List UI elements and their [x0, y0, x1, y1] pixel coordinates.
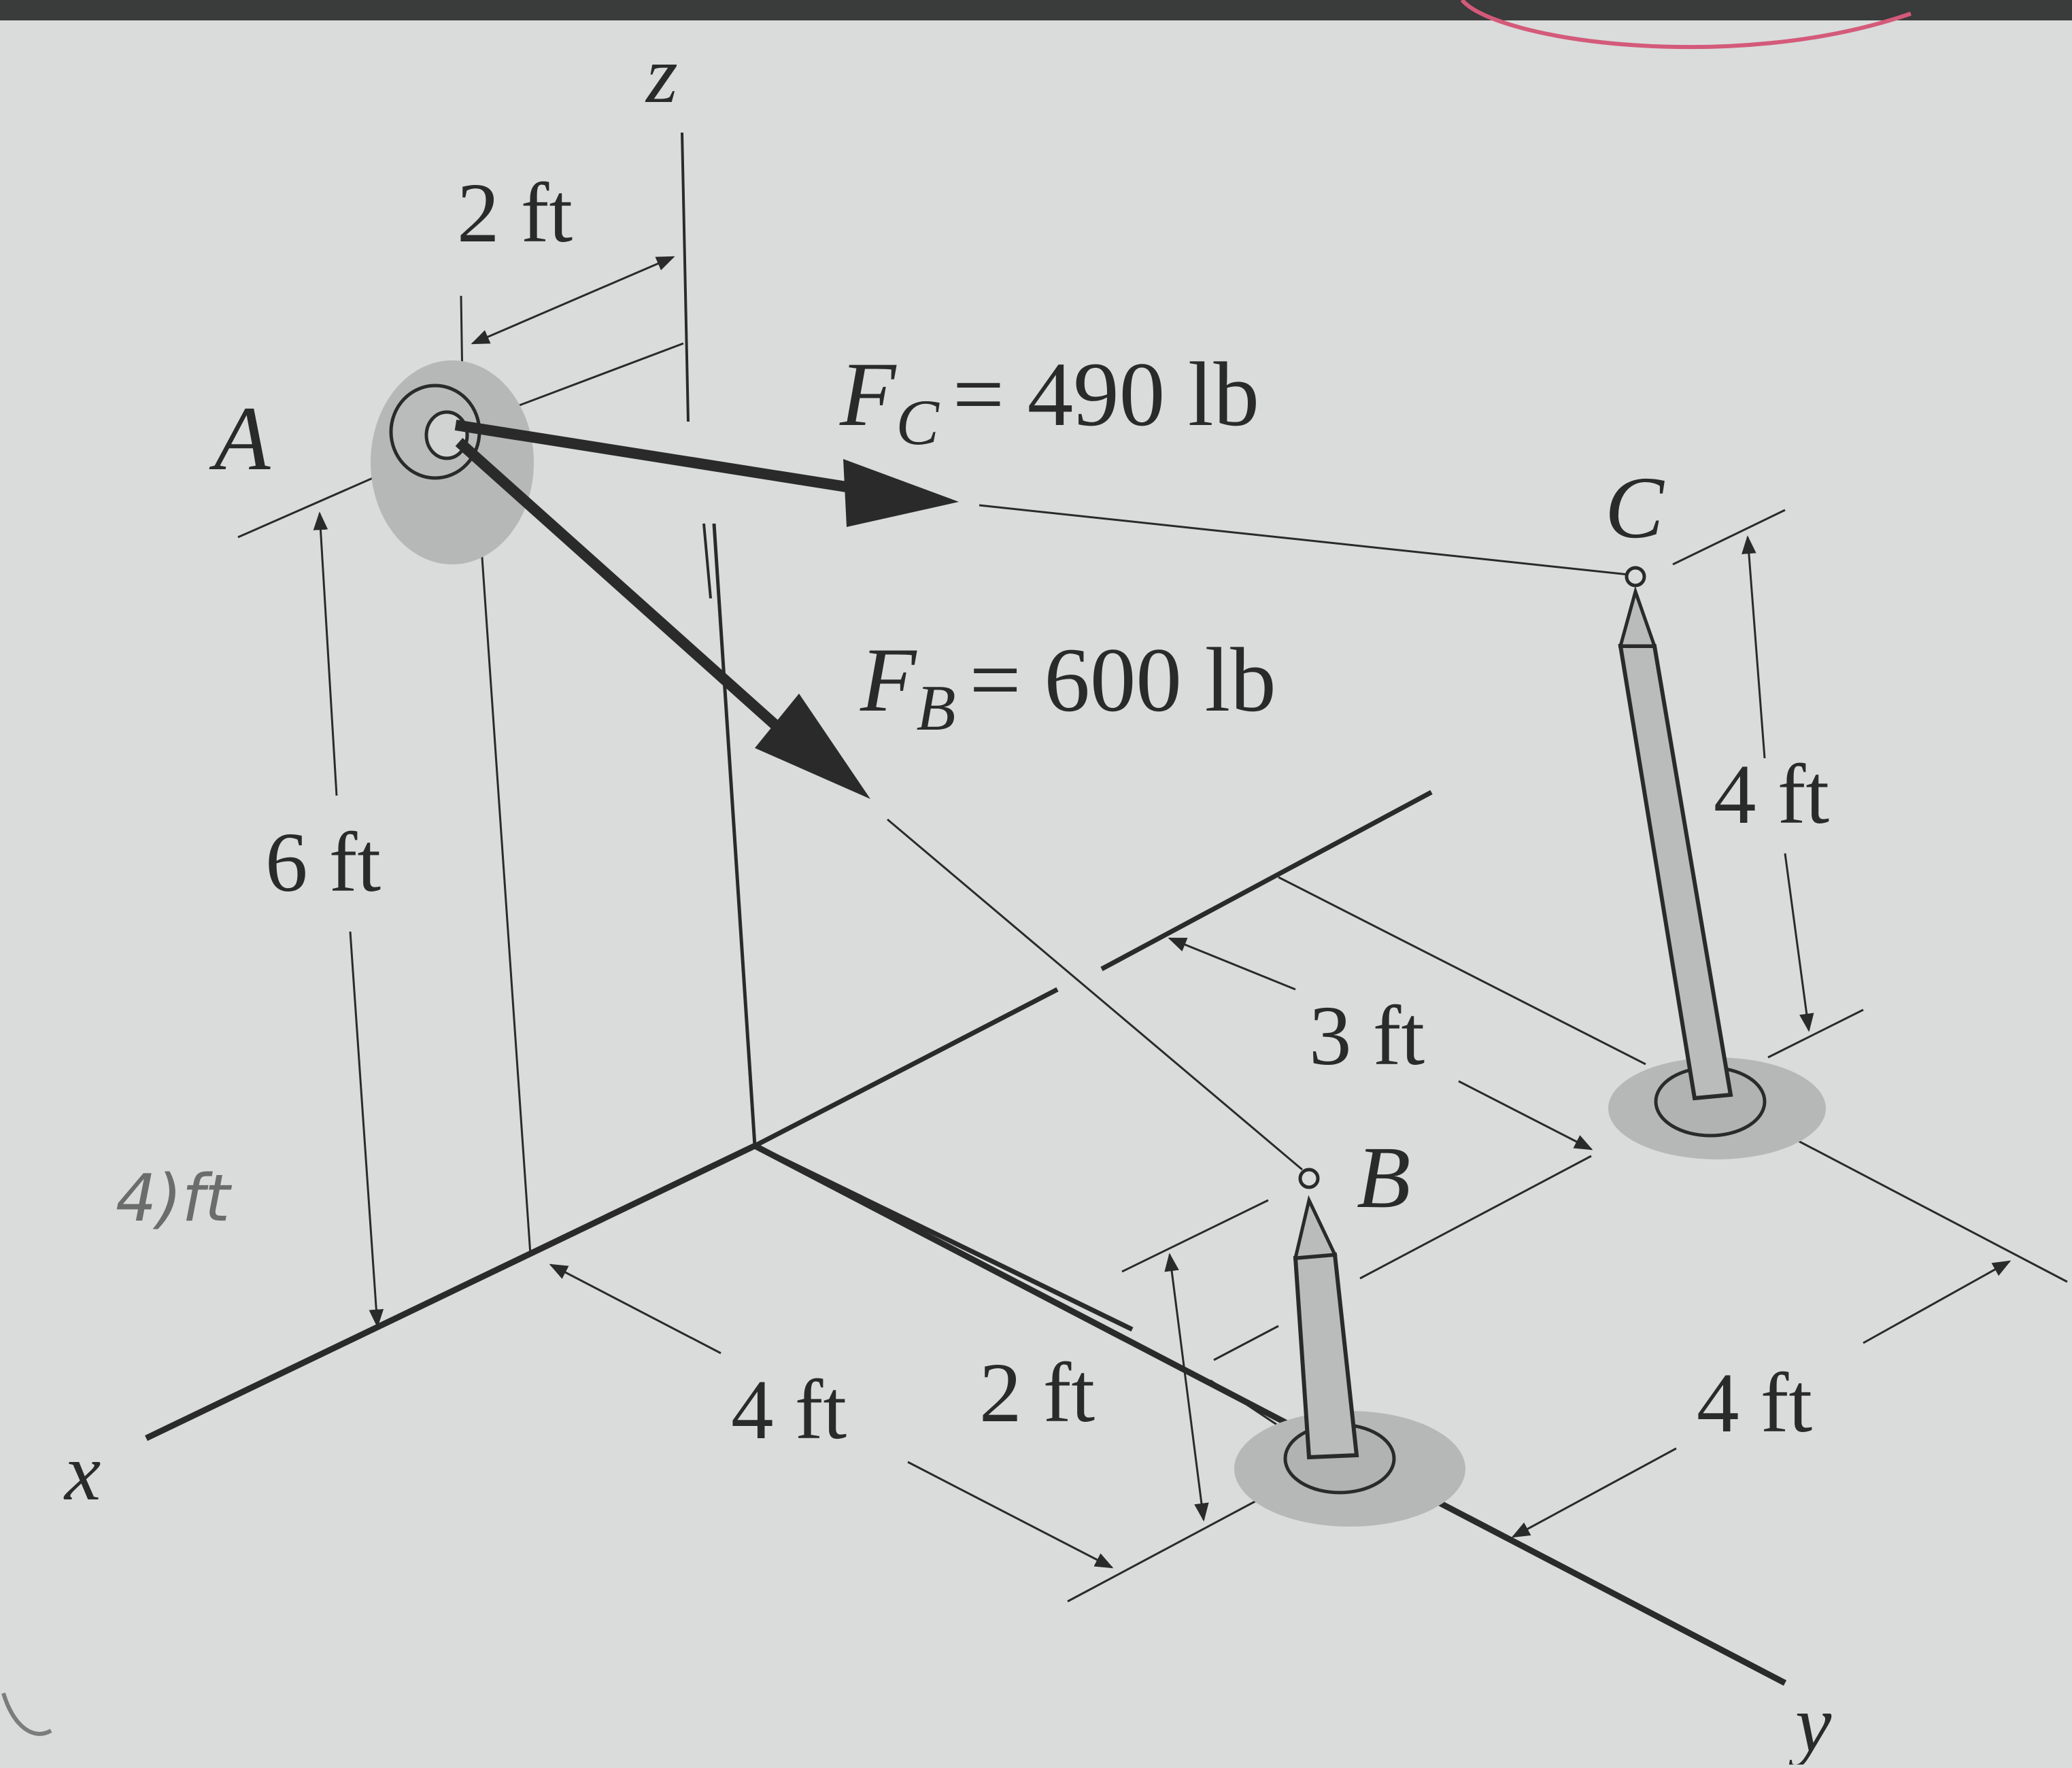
eyebolt-a-inner — [424, 410, 469, 460]
handwritten-note: 4)ft — [116, 1161, 233, 1236]
dim-a-height-label: 6 ft — [265, 816, 381, 910]
axes-group — [145, 132, 1787, 1686]
dim-4ft-c-line-lower — [1784, 853, 1814, 1032]
post-c-tip — [1618, 585, 1657, 648]
dim-b-height-label: 2 ft — [979, 1346, 1095, 1440]
dim-c-height-label: 4 ft — [1714, 748, 1829, 842]
labels: z x y A B C FC= 490 lb FB= 600 lb 2 ft 6… — [63, 29, 1832, 1768]
force-fb-shaft — [455, 438, 786, 735]
y-axis-line — [753, 1143, 1787, 1686]
dim-4ft-x-lower — [907, 1461, 1114, 1569]
force-fc-value: = 490 lb — [953, 344, 1259, 445]
point-a-label: A — [209, 388, 271, 490]
force-fb-subscript: B — [916, 672, 955, 744]
cable-a-to-b — [887, 818, 1303, 1171]
force-fc-label: FC= 490 lb — [839, 344, 1259, 458]
pink-circle-annotation — [1460, 0, 1912, 50]
dim-4ft-y-ext — [1781, 1131, 2068, 1283]
dim-4ft-y-lower — [1511, 1447, 1677, 1538]
dim-4ft-x-upper — [549, 1263, 721, 1355]
post-b-tip — [1293, 1195, 1338, 1260]
post-b-ring — [1298, 1168, 1320, 1189]
point-b-label: B — [1357, 1129, 1410, 1227]
dim-2ft-b-line — [1164, 1253, 1209, 1522]
a-vertical-line — [475, 469, 532, 1255]
force-fc-arrowhead — [843, 459, 959, 527]
post-b — [1234, 1168, 1465, 1527]
point-c-label: C — [1605, 459, 1665, 557]
dim-4ft-c-ext-bot — [1767, 1008, 1864, 1059]
force-fb-label: FB= 600 lb — [860, 630, 1276, 744]
force-fb-arrowhead — [755, 694, 870, 799]
dim-6ft-ext-top — [237, 475, 378, 539]
handwritten-check-mark — [1, 1693, 52, 1736]
force-fc-subscript: C — [896, 386, 940, 458]
dim-2ft-top-arrow — [471, 256, 675, 345]
axis-x-label: x — [63, 1427, 101, 1517]
dim-2ft-top-ext2 — [503, 342, 684, 413]
origin-to-b-edge — [753, 1143, 1134, 1332]
axis-z-label: z — [645, 29, 678, 120]
post-c-shaft — [1618, 644, 1733, 1101]
dim-2ft-b-ext-mid — [1213, 1325, 1279, 1361]
cable-a-to-c — [979, 504, 1629, 576]
dim-4ft-c-ext-top — [1672, 509, 1786, 566]
dim-6ft-line-lower — [349, 931, 384, 1328]
origin-plane-edge-1 — [753, 987, 1059, 1149]
dim-4ft-y-upper — [1863, 1260, 2011, 1344]
dim-bc-spacing-label: 3 ft — [1309, 989, 1425, 1083]
dim-4ft-x-ext — [1067, 1491, 1272, 1603]
force-vectors — [454, 420, 959, 799]
x-axis-line — [145, 1142, 756, 1442]
z-axis-line-upper — [681, 132, 690, 422]
z-axis-line-mid — [702, 523, 712, 599]
dim-x-offset-label: 4 ft — [731, 1363, 847, 1457]
dim-4ft-c-line-upper — [1742, 535, 1766, 759]
dim-3ft-arrow-lower — [1458, 1080, 1593, 1151]
force-fb-symbol: F — [860, 630, 917, 731]
axis-y-label: y — [1788, 1678, 1832, 1765]
dim-3ft-ext-lower — [1359, 1155, 1592, 1280]
z-axis-line-lower — [712, 523, 757, 1146]
post-c-ring — [1625, 566, 1646, 588]
dim-y-offset-label: 4 ft — [1697, 1357, 1812, 1450]
eyebolt-a — [371, 360, 534, 564]
force-fc-symbol: F — [839, 344, 897, 445]
dim-a-offset-label: 2 ft — [457, 167, 573, 260]
dim-3ft-ext-upper — [1278, 876, 1646, 1066]
force-fb-value: = 600 lb — [970, 630, 1276, 731]
dim-2ft-b-ext-top — [1121, 1199, 1269, 1273]
page-top-shadow — [0, 0, 2072, 20]
post-c — [1608, 566, 1826, 1159]
dim-6ft-line-upper — [313, 511, 338, 796]
force-fc-shaft — [454, 420, 865, 495]
origin-plane-edge-2 — [1100, 789, 1433, 972]
dim-3ft-arrow-upper — [1168, 937, 1296, 991]
